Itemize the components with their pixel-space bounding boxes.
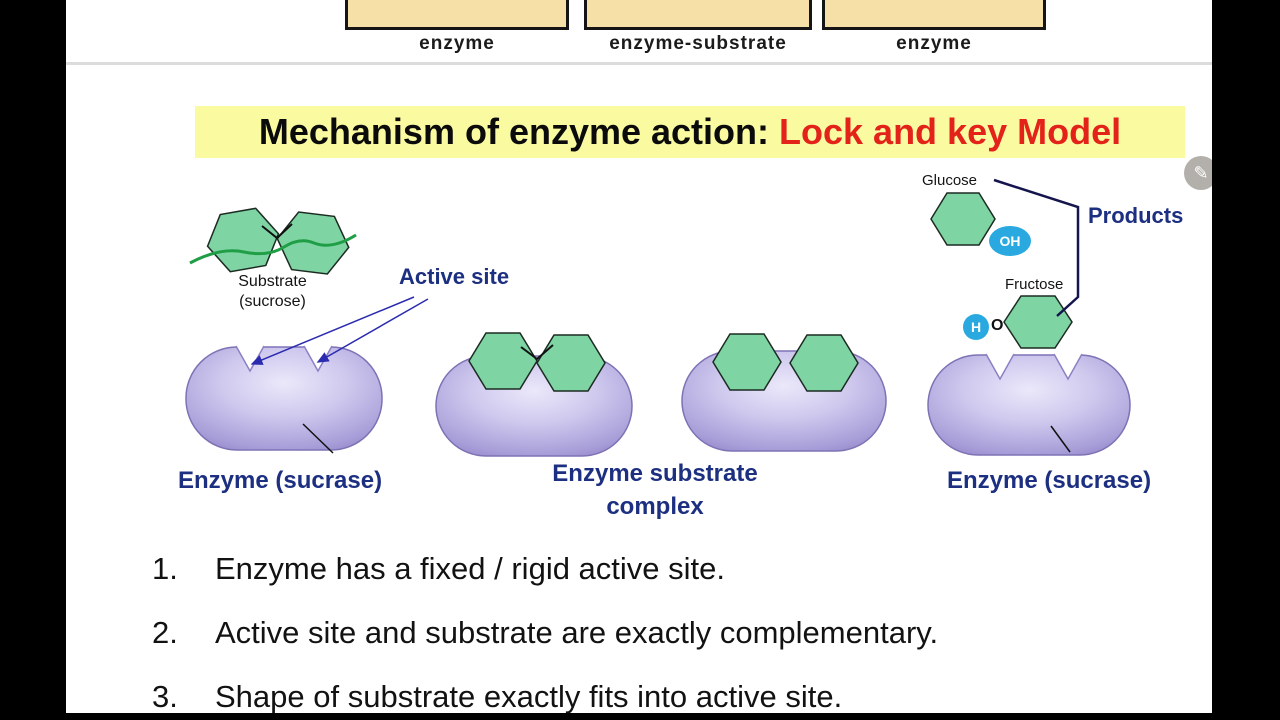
glycosidic-bond-icon bbox=[261, 223, 293, 240]
enzyme-blob-4 bbox=[927, 354, 1131, 456]
top-strip-label-enzyme-2: enzyme bbox=[896, 33, 972, 54]
substrate-label-line1: Substrate bbox=[238, 273, 307, 290]
title-text: Mechanism of enzyme action: bbox=[258, 111, 780, 152]
enzyme-blob-2 bbox=[435, 355, 633, 457]
enzyme-left-label-connector bbox=[302, 423, 334, 454]
products-label: Products bbox=[1088, 203, 1184, 228]
oh-label: OH bbox=[999, 233, 1021, 249]
enzyme-substrate-hexagons bbox=[468, 332, 606, 392]
glucose-hexagon bbox=[930, 192, 996, 246]
pencil-glyph: ✎ bbox=[1193, 162, 1209, 183]
note-item-3: 3. Shape of substrate exactly fits into … bbox=[152, 679, 1202, 715]
glucose-label: Glucose bbox=[922, 172, 978, 189]
complex-label-line1: Enzyme substrate bbox=[552, 460, 758, 487]
note-text: Shape of substrate exactly fits into act… bbox=[215, 679, 843, 714]
top-strip-label-enzyme-substrate: enzyme-substrate bbox=[609, 33, 787, 54]
active-site-notches-right bbox=[985, 353, 1083, 381]
enzyme-blob-3 bbox=[681, 350, 887, 452]
active-site-notches-left bbox=[235, 345, 333, 373]
enzyme-right-label: Enzyme (sucrase) bbox=[947, 467, 1152, 494]
letterbox-left bbox=[0, 0, 66, 720]
sucrose-chain-squiggle bbox=[189, 233, 357, 265]
active-site-label: Active site bbox=[399, 264, 510, 289]
substrate-label: Substrate (sucrose) bbox=[205, 272, 340, 312]
note-number: 1. bbox=[152, 551, 178, 586]
letterbox-right bbox=[1212, 0, 1280, 720]
h-label: H bbox=[970, 319, 982, 335]
substrate-sucrose-icon bbox=[189, 207, 357, 275]
slide-title-banner: Mechanism of enzyme action: Lock and key… bbox=[195, 106, 1185, 158]
top-strip-box-1 bbox=[345, 0, 569, 30]
note-item-1: 1. Enzyme has a fixed / rigid active sit… bbox=[152, 551, 1202, 587]
product-hexagons-on-enzyme bbox=[712, 333, 859, 392]
enzyme-right-label-connector bbox=[1050, 425, 1071, 453]
enzyme-left-label: Enzyme (sucrase) bbox=[178, 467, 383, 494]
note-number: 3. bbox=[152, 679, 178, 714]
substrate-label-line2: (sucrose) bbox=[239, 293, 306, 310]
note-number: 2. bbox=[152, 615, 178, 650]
letterbox-bottom bbox=[0, 713, 1280, 720]
fructose-label: Fructose bbox=[1005, 276, 1064, 293]
complex-label-line2: complex bbox=[606, 493, 704, 520]
top-strip-label-enzyme-1: enzyme bbox=[419, 33, 495, 54]
top-strip-box-2 bbox=[584, 0, 812, 30]
enzyme-blob-1 bbox=[185, 346, 383, 451]
note-text: Enzyme has a fixed / rigid active site. bbox=[215, 551, 726, 586]
note-item-2: 2. Active site and substrate are exactly… bbox=[152, 615, 1202, 651]
enzyme-substrate-complex-label: Enzyme substrate complex bbox=[525, 457, 785, 523]
title-highlight-text: Lock and key Model bbox=[779, 111, 1122, 152]
top-strip-box-3 bbox=[822, 0, 1046, 30]
o-label: O bbox=[991, 317, 1004, 334]
note-text: Active site and substrate are exactly co… bbox=[215, 615, 939, 650]
fructose-hexagon bbox=[1003, 295, 1073, 349]
section-divider bbox=[66, 62, 1212, 65]
glycosidic-bond-icon bbox=[520, 344, 554, 361]
